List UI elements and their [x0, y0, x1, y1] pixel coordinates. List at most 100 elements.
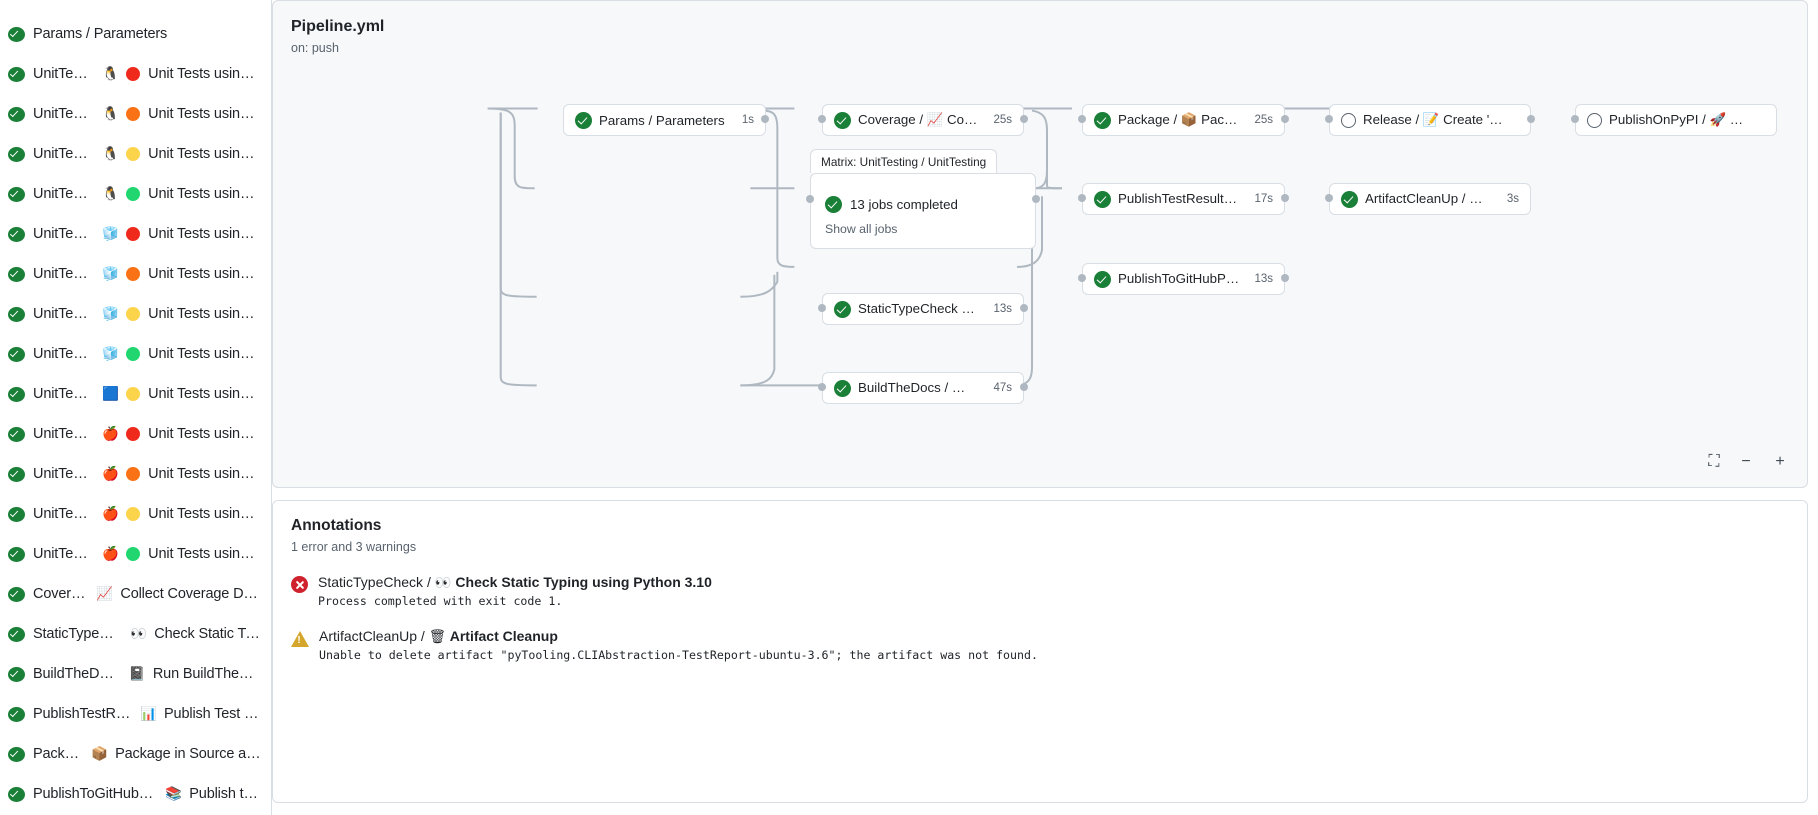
sidebar-item-job[interactable]: UnitTesting / 🐧Unit Tests using Pyth...: [0, 174, 271, 214]
graph-node-params[interactable]: Params / Parameters 1s: [563, 104, 766, 136]
graph-node-label: PublishTestResults / 📊 Pu...: [1118, 191, 1239, 206]
graph-node-publishonpypi[interactable]: PublishOnPyPI / 🚀 Publish to ...: [1575, 104, 1777, 136]
sidebar-item-job[interactable]: UnitTesting / 🧊Unit Tests using Pyth...: [0, 294, 271, 334]
status-success-icon: [8, 66, 25, 82]
sidebar-item-label: UnitTesting /: [33, 426, 94, 442]
port-out: [1020, 304, 1028, 312]
port-in: [1325, 115, 1333, 123]
port-in: [806, 195, 814, 203]
graph-node-release[interactable]: Release / 📝 Create 'Release P...: [1329, 104, 1531, 136]
graph-node-coverage[interactable]: Coverage / 📈 Collect Cove... 25s: [822, 104, 1024, 136]
graph-node-label: BuildTheDocs / 📓 Run Buil...: [858, 380, 978, 395]
zoom-in-button[interactable]: +: [1769, 451, 1791, 473]
status-success-icon: [8, 626, 25, 642]
sidebar-item-label: UnitTesting /: [33, 306, 94, 322]
port-in: [818, 383, 826, 391]
port-out: [761, 115, 769, 123]
sidebar-item-label: PublishToGitHubPages /: [33, 786, 157, 802]
status-success-icon: [8, 226, 25, 242]
status-success-icon: [8, 786, 25, 802]
sidebar-item-job[interactable]: UnitTesting / 🧊Unit Tests using Pyth...: [0, 214, 271, 254]
graph-node-duration: 13s: [993, 303, 1012, 315]
graph-node-label: Release / 📝 Create 'Release P...: [1363, 112, 1504, 127]
annotation-heading: ArtifactCleanUp / 🗑 Artifact Cleanup: [319, 628, 1038, 644]
sidebar-item-job[interactable]: Params / Parameters: [0, 14, 271, 54]
status-success-icon: [8, 26, 25, 42]
python-version-dot-icon: [126, 187, 141, 201]
matrix-summary-row: 13 jobs completed: [825, 196, 1021, 213]
sidebar-item-job[interactable]: UnitTesting / 🧊Unit Tests using Pyth...: [0, 334, 271, 374]
sidebar-item-job[interactable]: UnitTesting / 🐧Unit Tests using Pyth...: [0, 94, 271, 134]
graph-node-buildthedocs[interactable]: BuildTheDocs / 📓 Run Buil... 47s: [822, 372, 1024, 404]
graph-node-package[interactable]: Package / 📦 Package in So... 25s: [1082, 104, 1285, 136]
graph-node-label: PublishToGitHubPages / 📚 ...: [1118, 271, 1239, 286]
python-version-dot-icon: [126, 147, 141, 161]
graph-node-duration: 25s: [993, 114, 1012, 126]
sidebar-item-label: Params / Parameters: [33, 26, 168, 42]
graph-trigger: on: push: [291, 41, 339, 55]
sidebar-item-step-label: Collect Coverage Data usi...: [120, 586, 261, 602]
port-out: [1020, 115, 1028, 123]
python-version-dot-icon: [126, 107, 141, 121]
main-content: Pipeline.yml on: push: [272, 0, 1818, 815]
sidebar-item-job[interactable]: UnitTesting / 🟦Unit Tests using Pyth...: [0, 374, 271, 414]
matrix-body: 13 jobs completed Show all jobs: [811, 174, 1035, 248]
graph-header: Pipeline.yml on: push: [273, 1, 1807, 55]
status-success-icon: [1094, 270, 1111, 288]
fit-to-screen-icon[interactable]: ⛶: [1703, 451, 1725, 473]
sidebar-item-step-label: Publish to G...: [189, 786, 261, 802]
sidebar-item-job[interactable]: UnitTesting / 🍎Unit Tests using Pyth...: [0, 494, 271, 534]
port-in: [1078, 194, 1086, 202]
sidebar-item-job[interactable]: PublishTestResults / 📊Publish Test Resu.…: [0, 694, 271, 734]
sidebar-item-job[interactable]: Package / 📦Package in Source and Wh...: [0, 734, 271, 774]
graph-node-label: Coverage / 📈 Collect Cove...: [858, 112, 978, 127]
sidebar-item-label: Coverage /: [33, 586, 88, 602]
sidebar-item-job[interactable]: UnitTesting / 🍎Unit Tests using Pyth...: [0, 414, 271, 454]
graph-node-statictypecheck[interactable]: StaticTypeCheck / 👀 Chec... 13s: [822, 293, 1024, 325]
sidebar-item-job[interactable]: UnitTesting / 🐧Unit Tests using Pyth...: [0, 134, 271, 174]
graph-node-artifactcleanup[interactable]: ArtifactCleanUp / 🗑 Artifac... 3s: [1329, 183, 1531, 215]
sidebar-item-job[interactable]: StaticTypeCheck / 👀Check Static Typing..…: [0, 614, 271, 654]
matrix-card[interactable]: Matrix: UnitTesting / UnitTesting 13 job…: [810, 149, 1036, 249]
sidebar-item-job[interactable]: Coverage / 📈Collect Coverage Data usi...: [0, 574, 271, 614]
graph-edges: [487, 107, 1332, 387]
graph-zoom-controls[interactable]: ⛶ − +: [1703, 451, 1791, 473]
graph-node-publishtestresults[interactable]: PublishTestResults / 📊 Pu... 17s: [1082, 183, 1285, 215]
sidebar-item-job[interactable]: UnitTesting / 🧊Unit Tests using Pyth...: [0, 254, 271, 294]
python-version-dot-icon: [126, 387, 141, 401]
annotations-title: Annotations: [291, 517, 382, 534]
jobs-sidebar[interactable]: Params / ParametersUnitTesting / 🐧Unit T…: [0, 0, 272, 815]
sidebar-item-label: UnitTesting /: [33, 346, 94, 362]
status-success-icon: [8, 546, 25, 562]
port-out: [1281, 274, 1289, 282]
status-success-icon: [8, 186, 25, 202]
sidebar-item-step-label: Unit Tests using Pyth...: [148, 386, 261, 402]
sidebar-item-job[interactable]: UnitTesting / 🍎Unit Tests using Pyth...: [0, 454, 271, 494]
annotations-summary: 1 error and 3 warnings: [291, 540, 417, 554]
warning-icon: [291, 631, 309, 647]
status-success-icon: [8, 266, 25, 282]
status-success-icon: [8, 386, 25, 402]
graph-node-label: PublishOnPyPI / 🚀 Publish to ...: [1609, 112, 1750, 127]
sidebar-item-job[interactable]: PublishToGitHubPages / 📚Publish to G...: [0, 774, 271, 814]
os-icon: 🍎: [102, 426, 119, 441]
sidebar-item-job[interactable]: BuildTheDocs / 📓Run BuildTheDocs: [0, 654, 271, 694]
port-in: [1078, 115, 1086, 123]
sidebar-item-label: Package /: [33, 746, 84, 762]
port-in: [1325, 194, 1333, 202]
show-all-jobs-link[interactable]: Show all jobs: [825, 222, 898, 236]
status-success-icon: [8, 746, 25, 762]
sidebar-item-job[interactable]: UnitTesting / 🍎Unit Tests using Pyth...: [0, 534, 271, 574]
sidebar-item-job[interactable]: UnitTesting / 🐧Unit Tests using Pyth...: [0, 54, 271, 94]
zoom-out-button[interactable]: −: [1735, 451, 1757, 473]
status-success-icon: [575, 111, 592, 129]
sidebar-item-step-label: Run BuildTheDocs: [152, 666, 261, 682]
os-icon: 🧊: [102, 266, 119, 281]
os-icon: 🧊: [102, 306, 119, 321]
sidebar-item-step-label: Unit Tests using Pyth...: [148, 186, 261, 202]
graph-node-publishtogithubpages[interactable]: PublishToGitHubPages / 📚 ... 13s: [1082, 263, 1285, 295]
status-pending-icon: [1341, 112, 1356, 128]
port-out: [1032, 195, 1040, 203]
sidebar-item-step-label: Unit Tests using Pyth...: [148, 66, 261, 82]
python-version-dot-icon: [126, 467, 141, 481]
